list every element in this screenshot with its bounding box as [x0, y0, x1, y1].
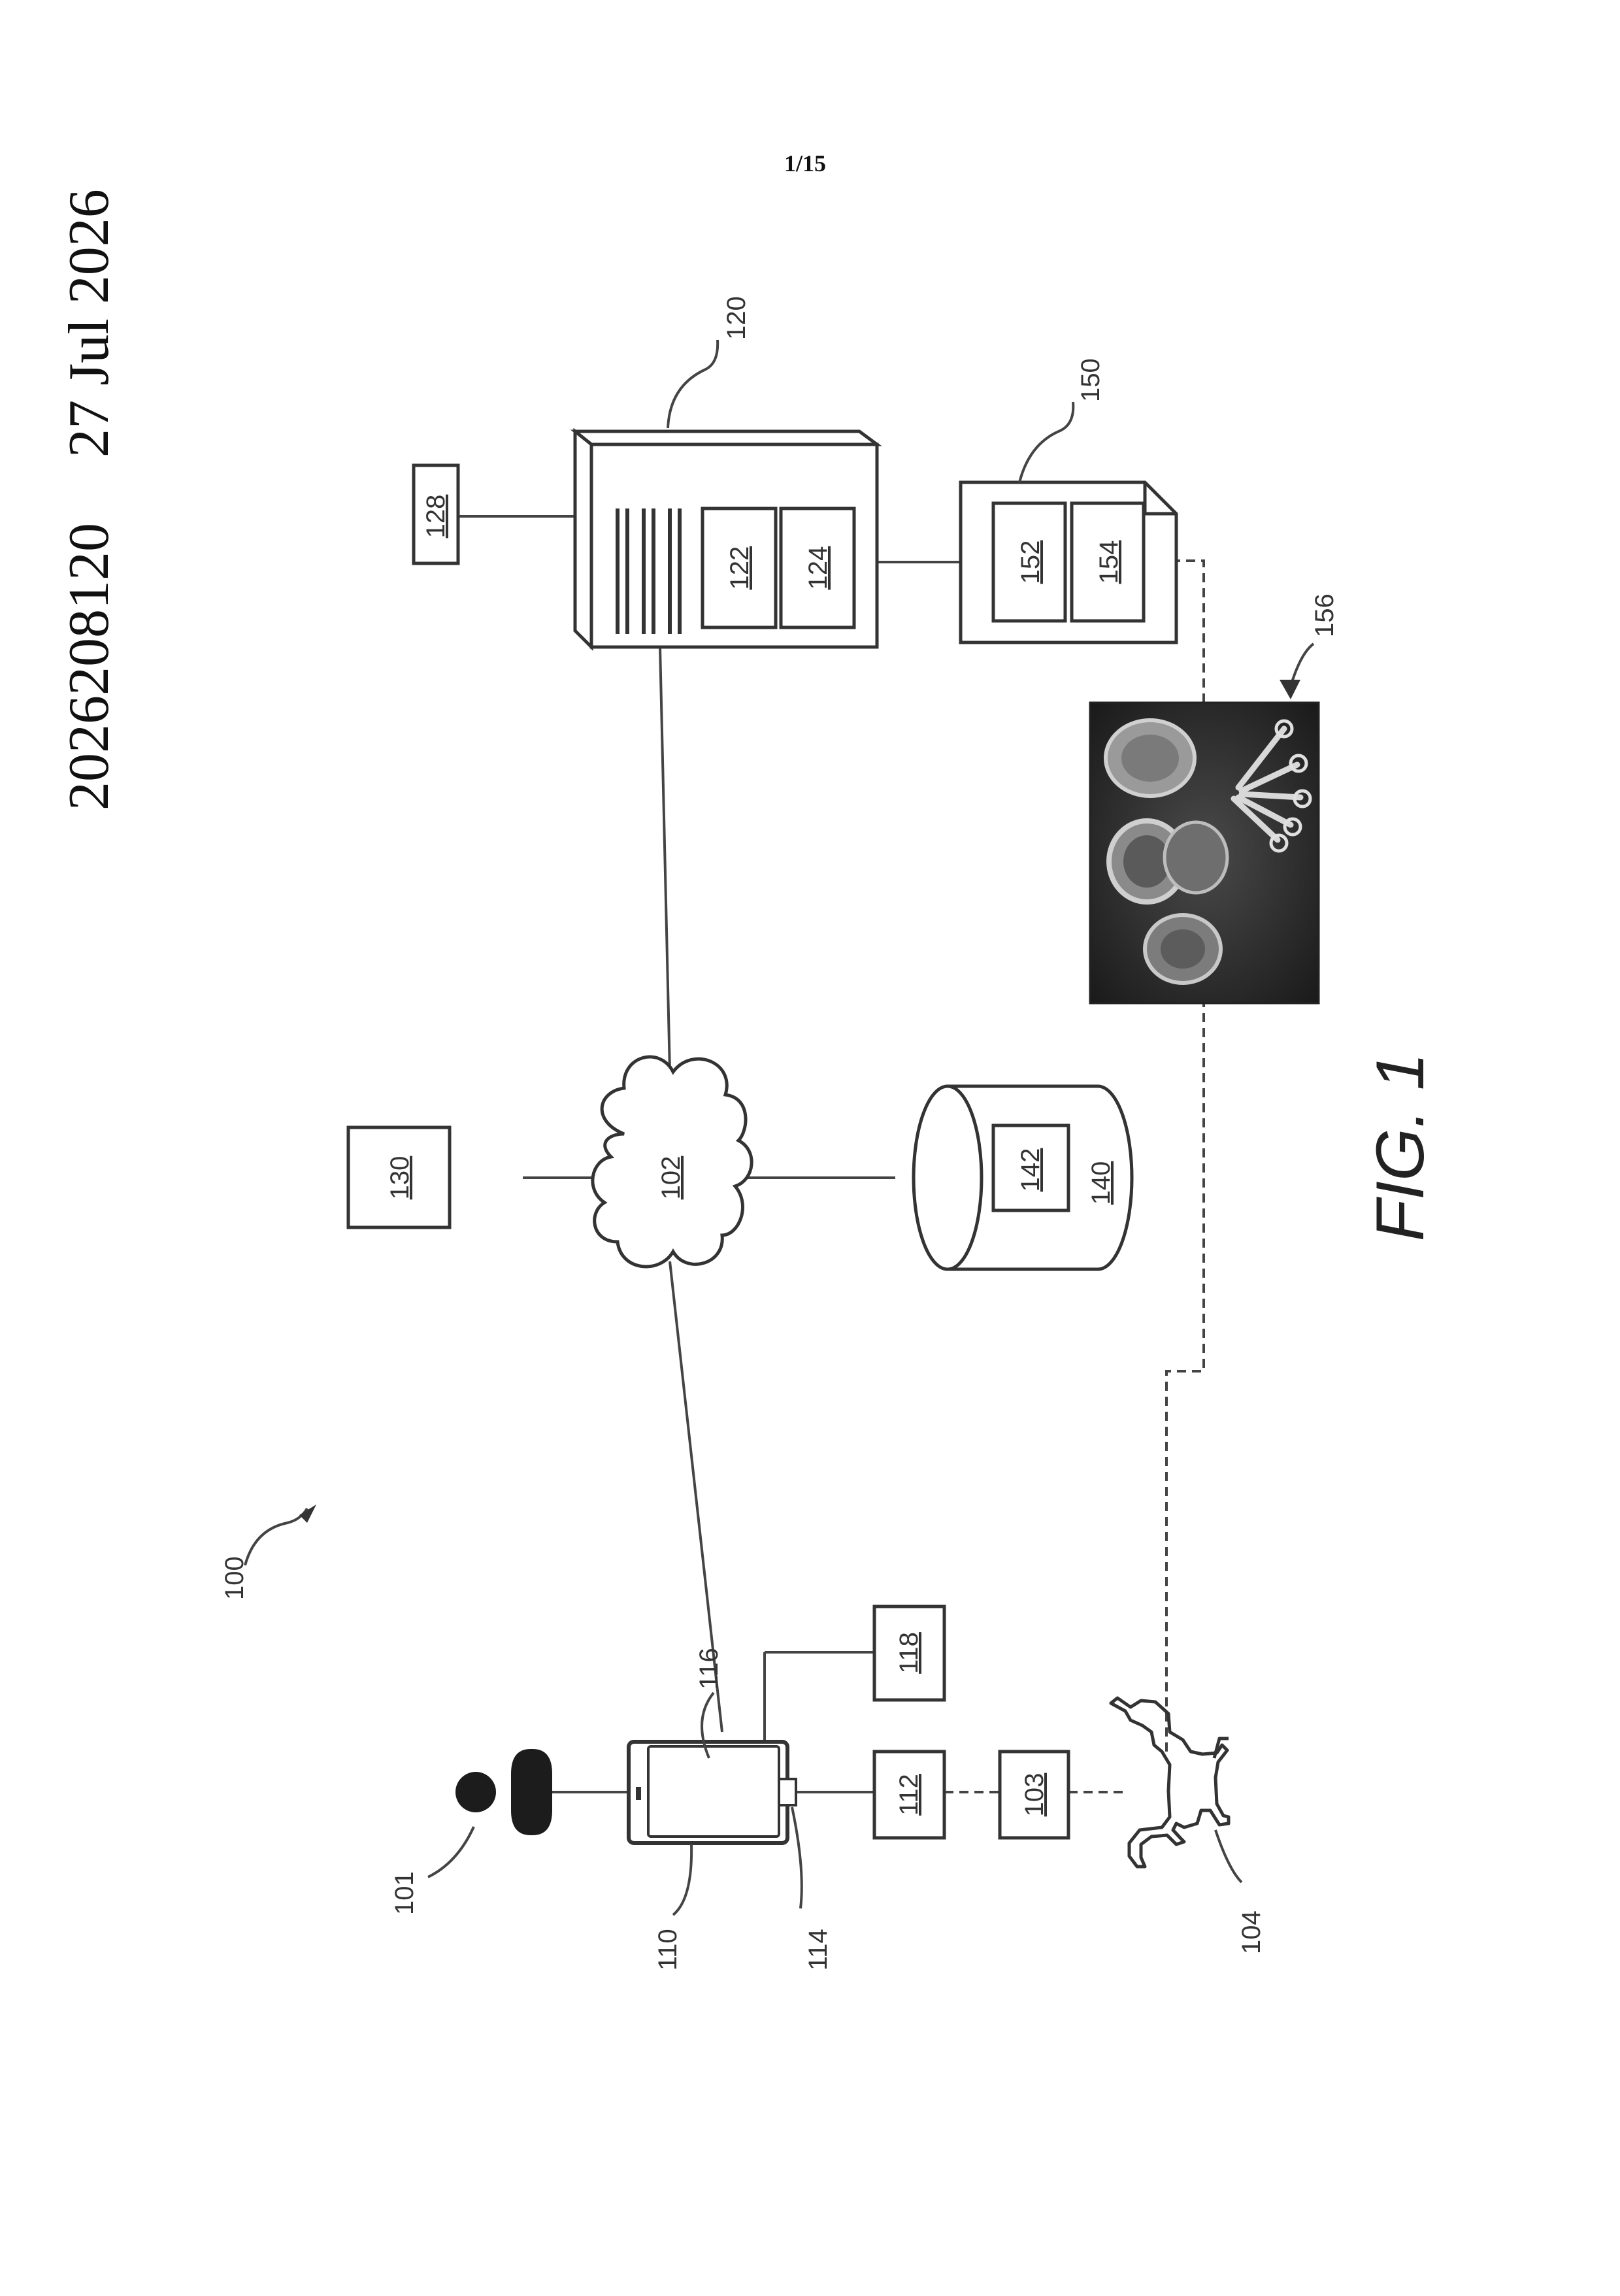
ref-156: 156 — [1310, 593, 1339, 637]
ref-120: 120 — [722, 296, 751, 340]
ref-114: 114 — [804, 1929, 833, 1971]
ref-110: 110 — [653, 1929, 682, 1971]
sheet-number: 1/15 — [784, 150, 826, 176]
publication-number: 2026208120 — [58, 523, 121, 810]
user-icon — [455, 1749, 552, 1835]
figure-caption: FIG. 1 — [1363, 1053, 1438, 1242]
ref-140: 140 — [1087, 1161, 1116, 1205]
ref-124: 124 — [804, 546, 833, 590]
arrowhead — [1280, 680, 1300, 699]
ref-116: 116 — [695, 1648, 723, 1689]
ref-128: 128 — [422, 495, 450, 539]
ref-112: 112 — [895, 1774, 923, 1816]
ref-102: 102 — [657, 1156, 686, 1200]
dog-icon — [1111, 1698, 1229, 1867]
ref-142: 142 — [1016, 1148, 1045, 1192]
mobile-device — [629, 1742, 796, 1843]
product-photo — [1090, 703, 1319, 1003]
ref-130: 130 — [386, 1156, 414, 1200]
ref-152: 152 — [1016, 541, 1045, 584]
arrowhead — [299, 1505, 316, 1523]
ref-118: 118 — [895, 1632, 923, 1674]
publication-date: 27 Jul 2026 — [58, 189, 121, 458]
ref-104: 104 — [1237, 1910, 1266, 1954]
ref-101: 101 — [390, 1871, 419, 1915]
ref-103: 103 — [1020, 1773, 1049, 1817]
ref-122: 122 — [725, 546, 754, 590]
ref-154: 154 — [1095, 541, 1123, 584]
ref-150: 150 — [1076, 358, 1105, 402]
